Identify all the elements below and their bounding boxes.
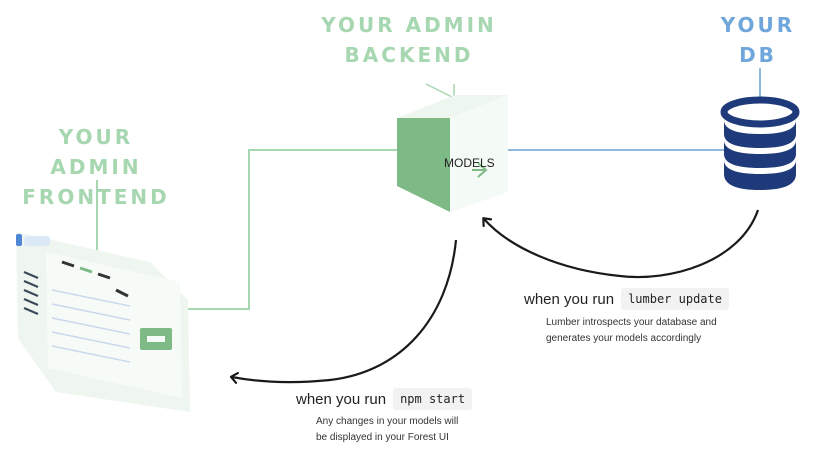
lumber-run-prefix: when you run bbox=[524, 290, 615, 308]
npm-note-line1: Any changes in your models will bbox=[316, 416, 459, 427]
database-icon bbox=[720, 96, 800, 190]
backend-title-line2: BACKEND bbox=[344, 43, 474, 67]
lumber-command: lumber update bbox=[621, 288, 729, 310]
backend-title-pointer-slant bbox=[425, 83, 455, 99]
npm-note-line2: be displayed in your Forest UI bbox=[316, 432, 449, 443]
npm-run-prefix: when you run bbox=[296, 390, 387, 408]
connectors bbox=[96, 68, 761, 310]
npm-note: Any changes in your models will be displ… bbox=[316, 414, 496, 446]
npm-run-instruction: when you run npm start bbox=[296, 388, 473, 410]
frontend-title-line1: YOUR ADMIN bbox=[50, 125, 142, 179]
lumber-note: Lumber introspects your database and gen… bbox=[546, 315, 746, 347]
npm-command: npm start bbox=[393, 388, 473, 410]
table-rows bbox=[51, 289, 131, 363]
lumber-update-arrow bbox=[484, 209, 760, 279]
frontend-title-line2: FRONTEND bbox=[22, 185, 170, 209]
frontend-to-backend-connector bbox=[183, 149, 397, 310]
header-dashes bbox=[61, 260, 129, 298]
db-title: YOUR DB bbox=[712, 10, 804, 70]
backend-title: YOUR ADMIN BACKEND bbox=[318, 10, 500, 70]
sidebar-lines bbox=[23, 270, 39, 316]
frontend-ui-mockup bbox=[16, 232, 190, 412]
backend-cube-icon bbox=[397, 95, 508, 212]
backend-title-line1: YOUR ADMIN bbox=[321, 13, 497, 37]
lumber-note-line1: Lumber introspects your database and bbox=[546, 317, 717, 328]
npm-start-arrow bbox=[232, 239, 458, 382]
lumber-run-instruction: when you run lumber update bbox=[524, 288, 729, 310]
db-title-line2: DB bbox=[739, 43, 777, 67]
models-label: MODELS bbox=[444, 156, 495, 170]
db-title-line1: YOUR bbox=[720, 13, 796, 37]
frontend-title: YOUR ADMIN FRONTEND bbox=[10, 122, 182, 212]
lumber-note-line2: generates your models accordingly bbox=[546, 333, 702, 344]
